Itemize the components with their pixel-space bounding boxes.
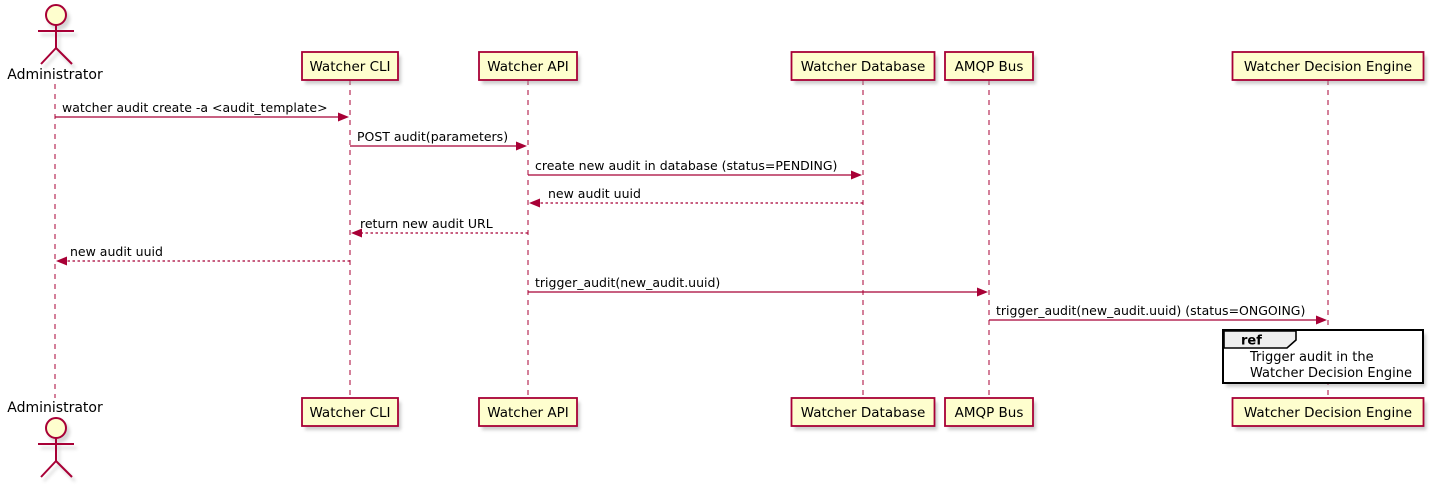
- message-label-1: POST audit(parameters): [357, 129, 508, 144]
- participant-label: AMQP Bus: [955, 405, 1024, 421]
- participant-box-top-4: [1231, 51, 1425, 81]
- ref-keyword: ref: [1241, 334, 1262, 349]
- message-label-0: watcher audit create -a <audit_template>: [62, 100, 328, 115]
- participant-box-top-0: [301, 51, 399, 81]
- participant-box-top-2: [790, 51, 936, 81]
- message-arrowhead-icon: [338, 112, 349, 122]
- participant-label: Watcher API: [487, 59, 569, 75]
- participant-label: Watcher Decision Engine: [1244, 59, 1412, 75]
- actor-icon-top-part: [40, 47, 57, 65]
- ref-text-line-1: Watcher Decision Engine: [1250, 366, 1412, 381]
- message-arrowhead-icon: [851, 170, 862, 180]
- participant-box-top-1: [478, 51, 578, 81]
- participant-label: Watcher CLI: [309, 405, 390, 421]
- actor-icon-top-part: [43, 51, 60, 69]
- participant-label: Watcher Database: [801, 59, 926, 75]
- actor-icon-bottom-part: [40, 460, 57, 478]
- actor-label-bottom: Administrator: [7, 400, 103, 416]
- participant-label: Watcher CLI: [309, 59, 390, 75]
- participant-box-bottom-4: [1231, 397, 1425, 427]
- actor-icon-bottom-part: [45, 417, 67, 439]
- message-arrowhead-icon: [977, 287, 988, 297]
- participant-box-bottom-0: [301, 397, 399, 427]
- message-label-2: create new audit in database (status=PEN…: [535, 158, 837, 173]
- message-arrowhead-icon: [516, 141, 527, 151]
- message-label-7: trigger_audit(new_audit.uuid) (status=ON…: [996, 303, 1305, 318]
- ref-tab: [1223, 330, 1297, 349]
- message-arrowhead-icon: [351, 228, 362, 238]
- message-arrowhead-icon: [529, 198, 540, 208]
- message-label-4: return new audit URL: [360, 216, 493, 231]
- actor-icon-bottom-part: [55, 460, 73, 478]
- participant-box-bottom-2: [790, 397, 936, 427]
- participant-label: AMQP Bus: [955, 59, 1024, 75]
- participant-label: Watcher Database: [801, 405, 926, 421]
- message-label-5: new audit uuid: [70, 244, 163, 259]
- actor-icon-bottom-part: [43, 464, 60, 482]
- message-label-6: trigger_audit(new_audit.uuid): [535, 275, 720, 290]
- message-arrowhead-icon: [56, 256, 67, 266]
- participant-label: Watcher Decision Engine: [1244, 405, 1412, 421]
- actor-label-top: Administrator: [7, 67, 103, 83]
- participant-box-bottom-1: [478, 397, 578, 427]
- message-label-3: new audit uuid: [548, 186, 641, 201]
- participant-box-bottom-3: [944, 397, 1034, 427]
- participant-box-top-3: [944, 51, 1034, 81]
- actor-icon-top-part: [45, 4, 67, 26]
- actor-icon-top-part: [55, 47, 73, 65]
- participant-label: Watcher API: [487, 405, 569, 421]
- ref-text-line-0: Trigger audit in the: [1249, 350, 1374, 365]
- message-arrowhead-icon: [1316, 315, 1327, 325]
